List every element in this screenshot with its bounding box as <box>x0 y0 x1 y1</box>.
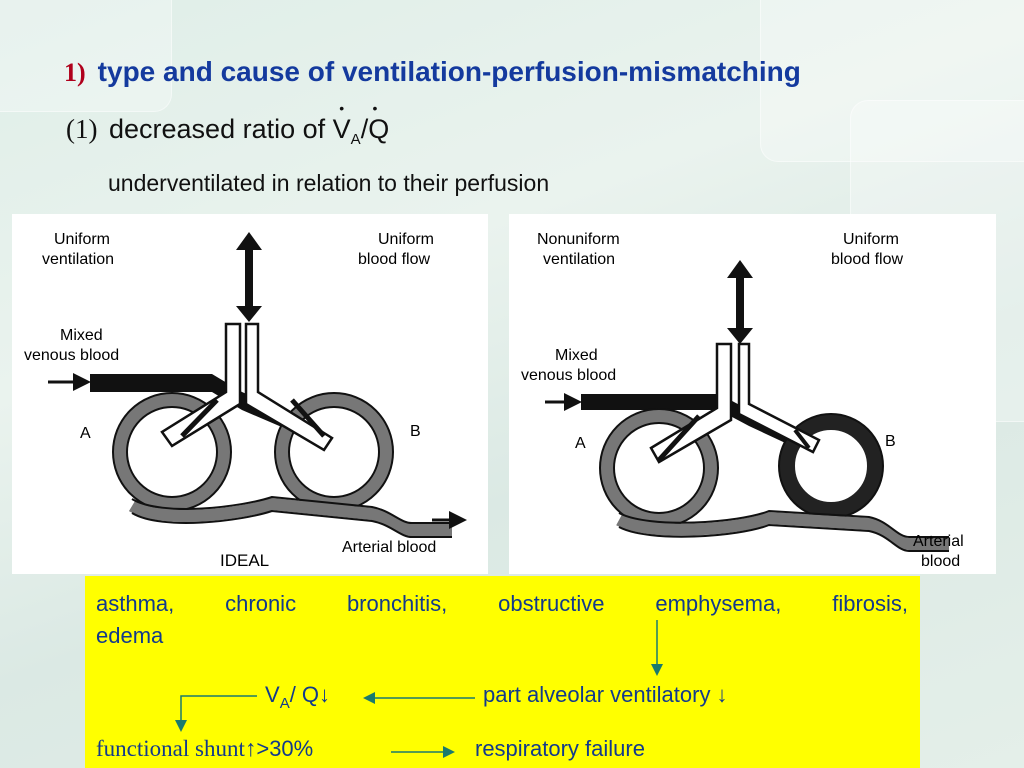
cause-box: asthma, chronic bronchitis, obstructive … <box>85 576 920 768</box>
q-letter: /Q <box>360 114 390 144</box>
ratio-subscript: A <box>279 695 290 712</box>
label-arterial-blood: Arterial blood <box>342 539 436 556</box>
venous-vessel <box>90 374 312 440</box>
respiratory-failure-text: respiratory failure <box>475 736 645 761</box>
shunt-text: functional shunt↑>30% <box>96 736 313 762</box>
alveolar-ventilatory-text: part alveolar ventilatory ↓ <box>483 682 728 707</box>
subtitle-text: decreased ratio of <box>109 114 326 144</box>
shunt-value: >30% <box>256 736 314 761</box>
label-a: A <box>575 435 586 452</box>
title-number: 1) <box>64 58 86 87</box>
label-ideal: IDEAL <box>220 551 269 570</box>
ratio-v: V <box>265 682 280 707</box>
label-a: A <box>80 425 91 442</box>
causes-line-2: edema <box>96 623 164 648</box>
label-b: B <box>410 423 421 440</box>
ratio-q: / Q↓ <box>289 682 331 707</box>
q-dot-symbol: /Q <box>361 114 390 145</box>
subheading: underventilated in relation to their per… <box>108 170 550 196</box>
causes-line-1: asthma, chronic bronchitis, obstructive … <box>96 591 908 616</box>
background-panel <box>0 0 172 112</box>
title-text: type and cause of ventilation-perfusion-… <box>97 56 801 87</box>
functional-shunt: functional shunt↑ <box>96 736 257 761</box>
arrow-ratio-to-shunt <box>175 695 257 732</box>
ratio-text: VA/ Q↓ <box>265 682 330 712</box>
venous-vessel <box>581 394 809 454</box>
box-arrows <box>175 620 663 758</box>
v-letter: V <box>332 114 351 144</box>
background-panel <box>760 0 1024 162</box>
label-b: B <box>885 433 896 450</box>
subtitle-number: (1) <box>66 114 98 144</box>
subscript-a: A <box>350 131 361 148</box>
slide-title: 1) type and cause of ventilation-perfusio… <box>64 56 801 88</box>
subtitle: (1) decreased ratio of VA/Q <box>66 114 389 148</box>
v-dot-symbol: V <box>333 114 351 145</box>
